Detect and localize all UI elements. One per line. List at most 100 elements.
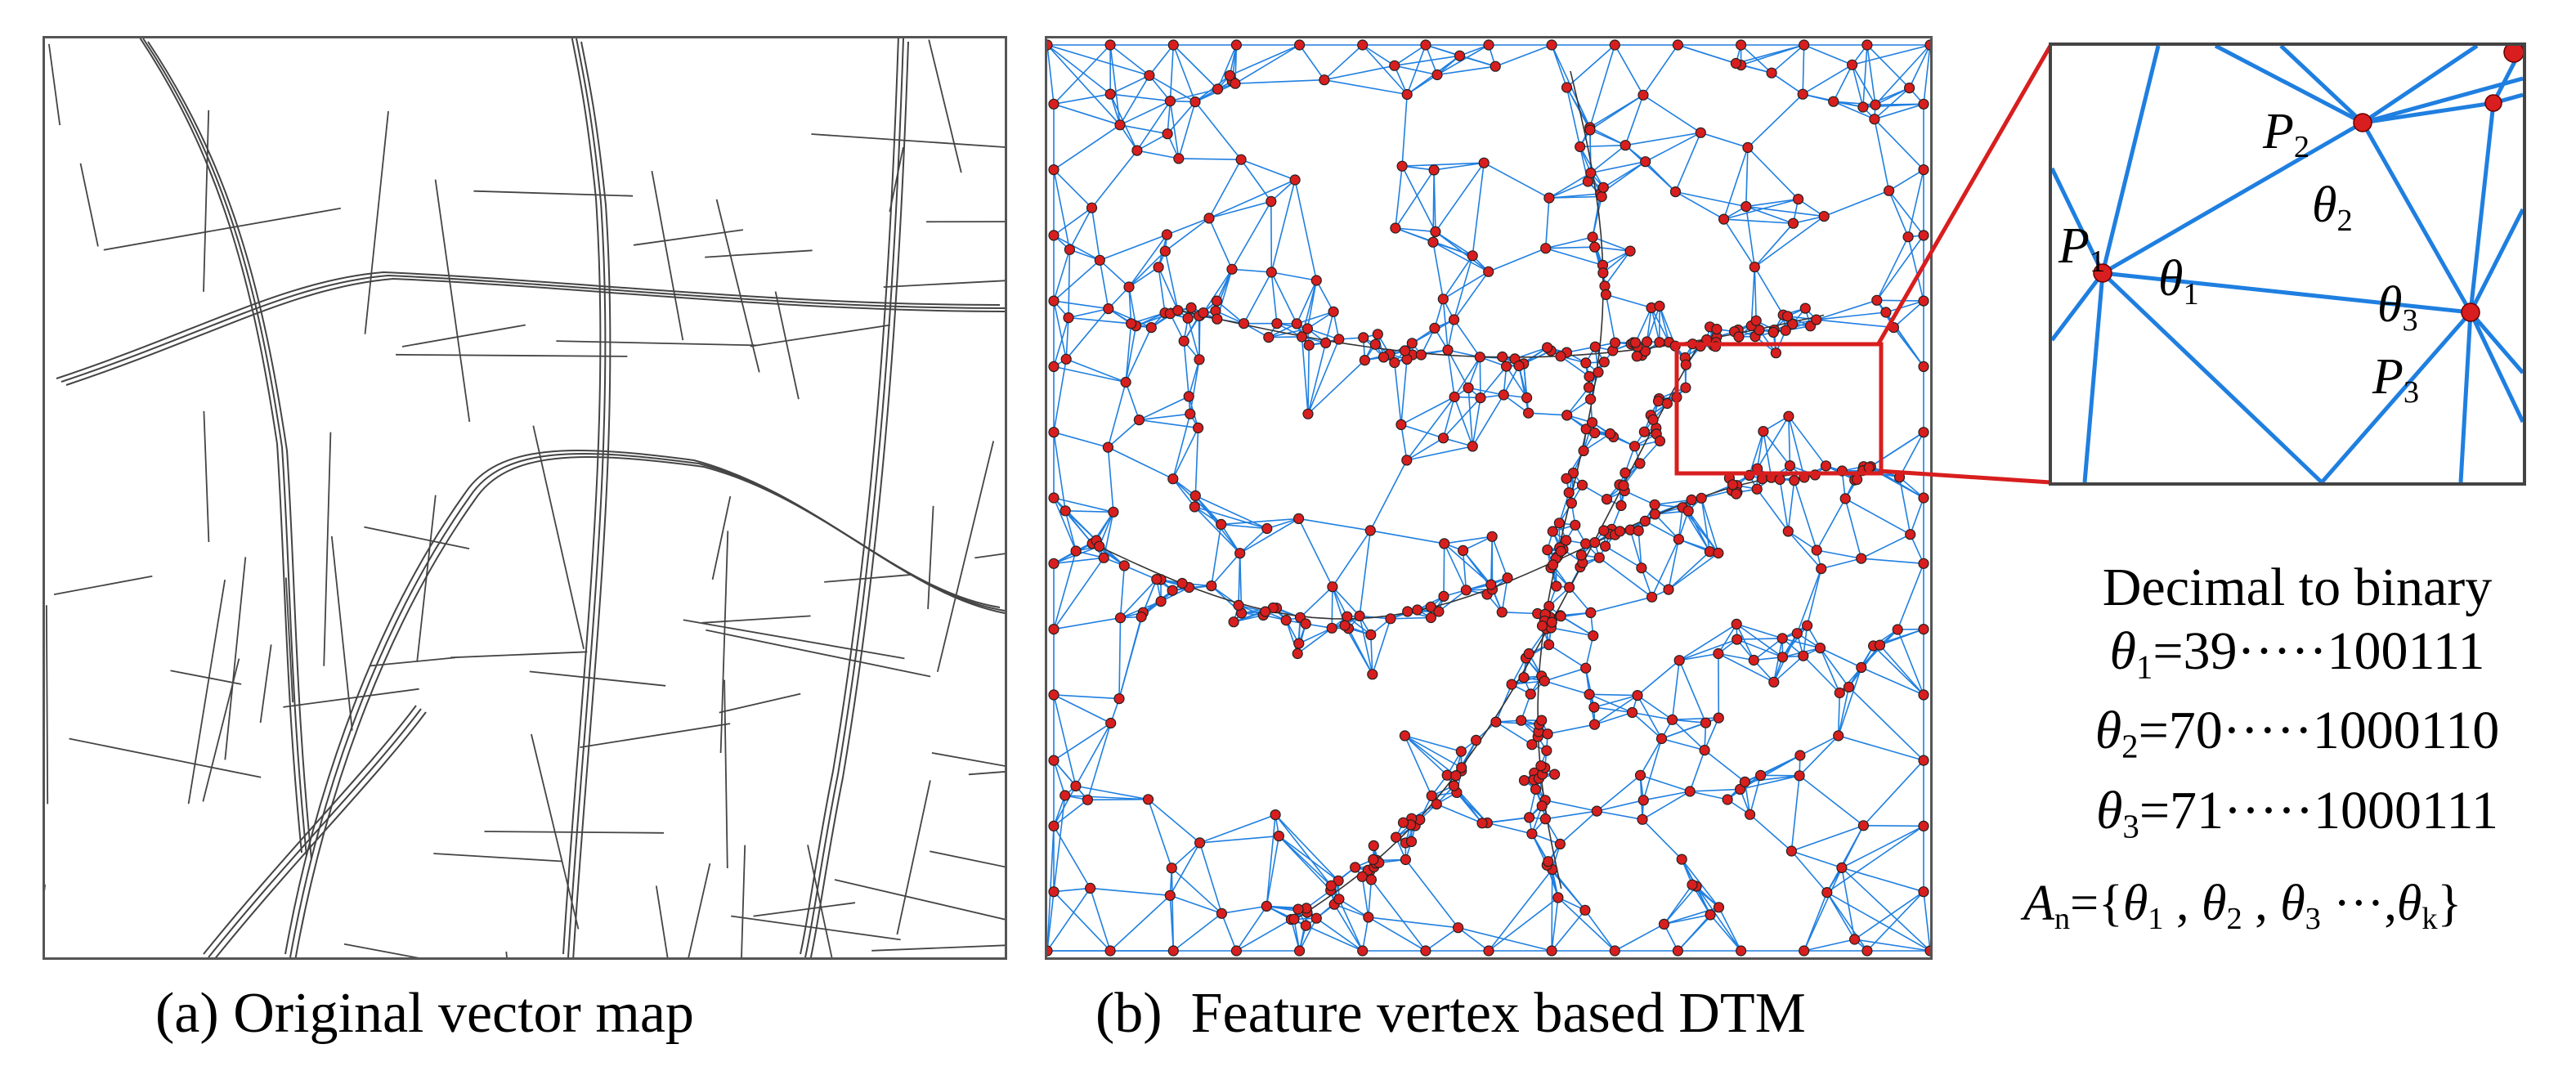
minor-road	[927, 505, 934, 609]
feature-vertex	[1185, 302, 1197, 313]
feature-vertex	[1918, 820, 1929, 832]
mesh-edge	[1065, 317, 1069, 360]
mesh-edge	[1108, 307, 1152, 329]
feature-vertex	[1364, 525, 1376, 536]
feature-vertex	[1552, 892, 1564, 903]
feature-vertex	[1609, 945, 1620, 957]
mesh-edge	[1598, 557, 1653, 598]
feature-vertex	[1104, 945, 1116, 957]
mesh-edge	[1467, 356, 1481, 388]
feature-vertex	[1861, 39, 1873, 51]
mesh-edge	[1874, 87, 1911, 120]
minor-road	[434, 179, 471, 423]
mesh-edge	[1169, 44, 1175, 101]
mesh-edge	[1545, 247, 1603, 267]
mesh-edge	[1053, 365, 1127, 383]
mesh-edge	[1395, 227, 1436, 233]
feature-vertex	[1857, 101, 1869, 113]
mesh-edge	[1745, 198, 1799, 208]
feature-vertex	[1530, 783, 1542, 795]
mesh-edge	[1442, 298, 1449, 351]
minor-road	[48, 43, 61, 126]
mesh-edge	[1700, 498, 1711, 552]
mesh-edge	[1298, 917, 1318, 952]
feature-vertex	[1584, 370, 1595, 383]
feature-vertex	[1442, 344, 1454, 356]
mesh-edge	[1285, 620, 1298, 654]
feature-vertex	[1744, 809, 1756, 820]
mesh-edge	[1837, 692, 1841, 736]
mesh-edge	[1298, 44, 1325, 81]
feature-vertex	[1794, 750, 1806, 761]
minor-road	[824, 573, 913, 583]
connector-bottom	[1878, 468, 2051, 485]
mesh-edge	[1663, 884, 1693, 925]
mesh-edge	[1315, 917, 1364, 952]
mesh-edge	[1169, 842, 1201, 896]
feature-vertex	[1131, 145, 1143, 156]
feature-vertex	[1563, 486, 1575, 499]
mesh-edge	[1816, 299, 1878, 320]
mesh-edge	[1816, 498, 1846, 551]
mesh-edge	[1053, 795, 1066, 827]
mesh-edge	[1505, 365, 1528, 398]
feature-vertex	[1634, 769, 1646, 781]
mesh-edge	[1171, 867, 1222, 914]
feature-vertex	[1543, 192, 1555, 204]
mesh-edge	[1866, 891, 1924, 952]
mesh-edge	[1053, 616, 1121, 630]
feature-vertex	[1776, 652, 1789, 663]
mesh-edge	[1718, 907, 1742, 952]
mesh-edge	[1235, 905, 1267, 952]
angle-set-definition: An={θ1 , θ2 , θ3 ···,θk}	[2023, 875, 2462, 937]
mesh-edge	[1861, 533, 1911, 559]
feature-vertex	[1586, 417, 1598, 428]
mesh-edge	[1545, 810, 1597, 820]
feature-vertex	[1300, 920, 1311, 931]
feature-vertex	[1742, 141, 1754, 153]
feature-vertex	[1871, 294, 1883, 306]
feature-vertex	[1523, 648, 1534, 660]
mesh-edge	[1483, 162, 1550, 199]
mesh-edge	[1689, 750, 1705, 792]
mesh-edge	[1718, 652, 1775, 683]
mesh-edge	[1194, 428, 1199, 496]
mesh-edge	[1704, 717, 1720, 751]
mesh-edge	[1637, 660, 1680, 697]
mesh-edge	[1443, 543, 1445, 597]
mesh-edge	[1651, 307, 1660, 343]
mesh-edge	[1678, 639, 1737, 661]
feature-vertex	[1164, 95, 1176, 107]
feature-vertex	[1230, 39, 1242, 51]
mesh-edge	[1589, 693, 1638, 697]
row3-theta: θ	[2095, 780, 2123, 840]
minor-road	[473, 190, 634, 197]
feature-vertex	[1597, 267, 1609, 279]
mesh-edge	[1566, 87, 1581, 147]
feature-vertex	[1310, 275, 1322, 286]
mesh-edge	[1147, 799, 1173, 868]
feature-vertex	[1918, 230, 1929, 241]
mesh-edge	[1605, 294, 1616, 343]
feature-vertex	[1631, 351, 1642, 362]
major-road-3-lane	[800, 38, 899, 955]
mesh-edge	[1053, 694, 1077, 786]
mesh-edge	[1756, 431, 1764, 469]
mesh-edge	[1816, 311, 1886, 320]
mesh-edge	[1467, 388, 1474, 446]
mesh-edge	[1841, 825, 1924, 869]
mesh-edge	[1566, 87, 1591, 131]
feature-vertex	[1526, 739, 1538, 751]
mesh-edge	[1167, 101, 1172, 134]
mesh-edge	[1198, 842, 1223, 914]
mesh-edge	[1433, 162, 1485, 171]
mesh-edge	[1053, 497, 1077, 552]
feature-vertex	[1426, 790, 1437, 802]
feature-vertex	[1547, 526, 1558, 537]
mesh-edge	[1551, 897, 1559, 952]
feature-vertex	[1539, 813, 1552, 825]
feature-vertex	[1516, 715, 1527, 726]
mesh-edge	[1194, 101, 1242, 160]
mesh-edge	[1544, 680, 1590, 696]
mesh-edge	[1239, 527, 1268, 554]
